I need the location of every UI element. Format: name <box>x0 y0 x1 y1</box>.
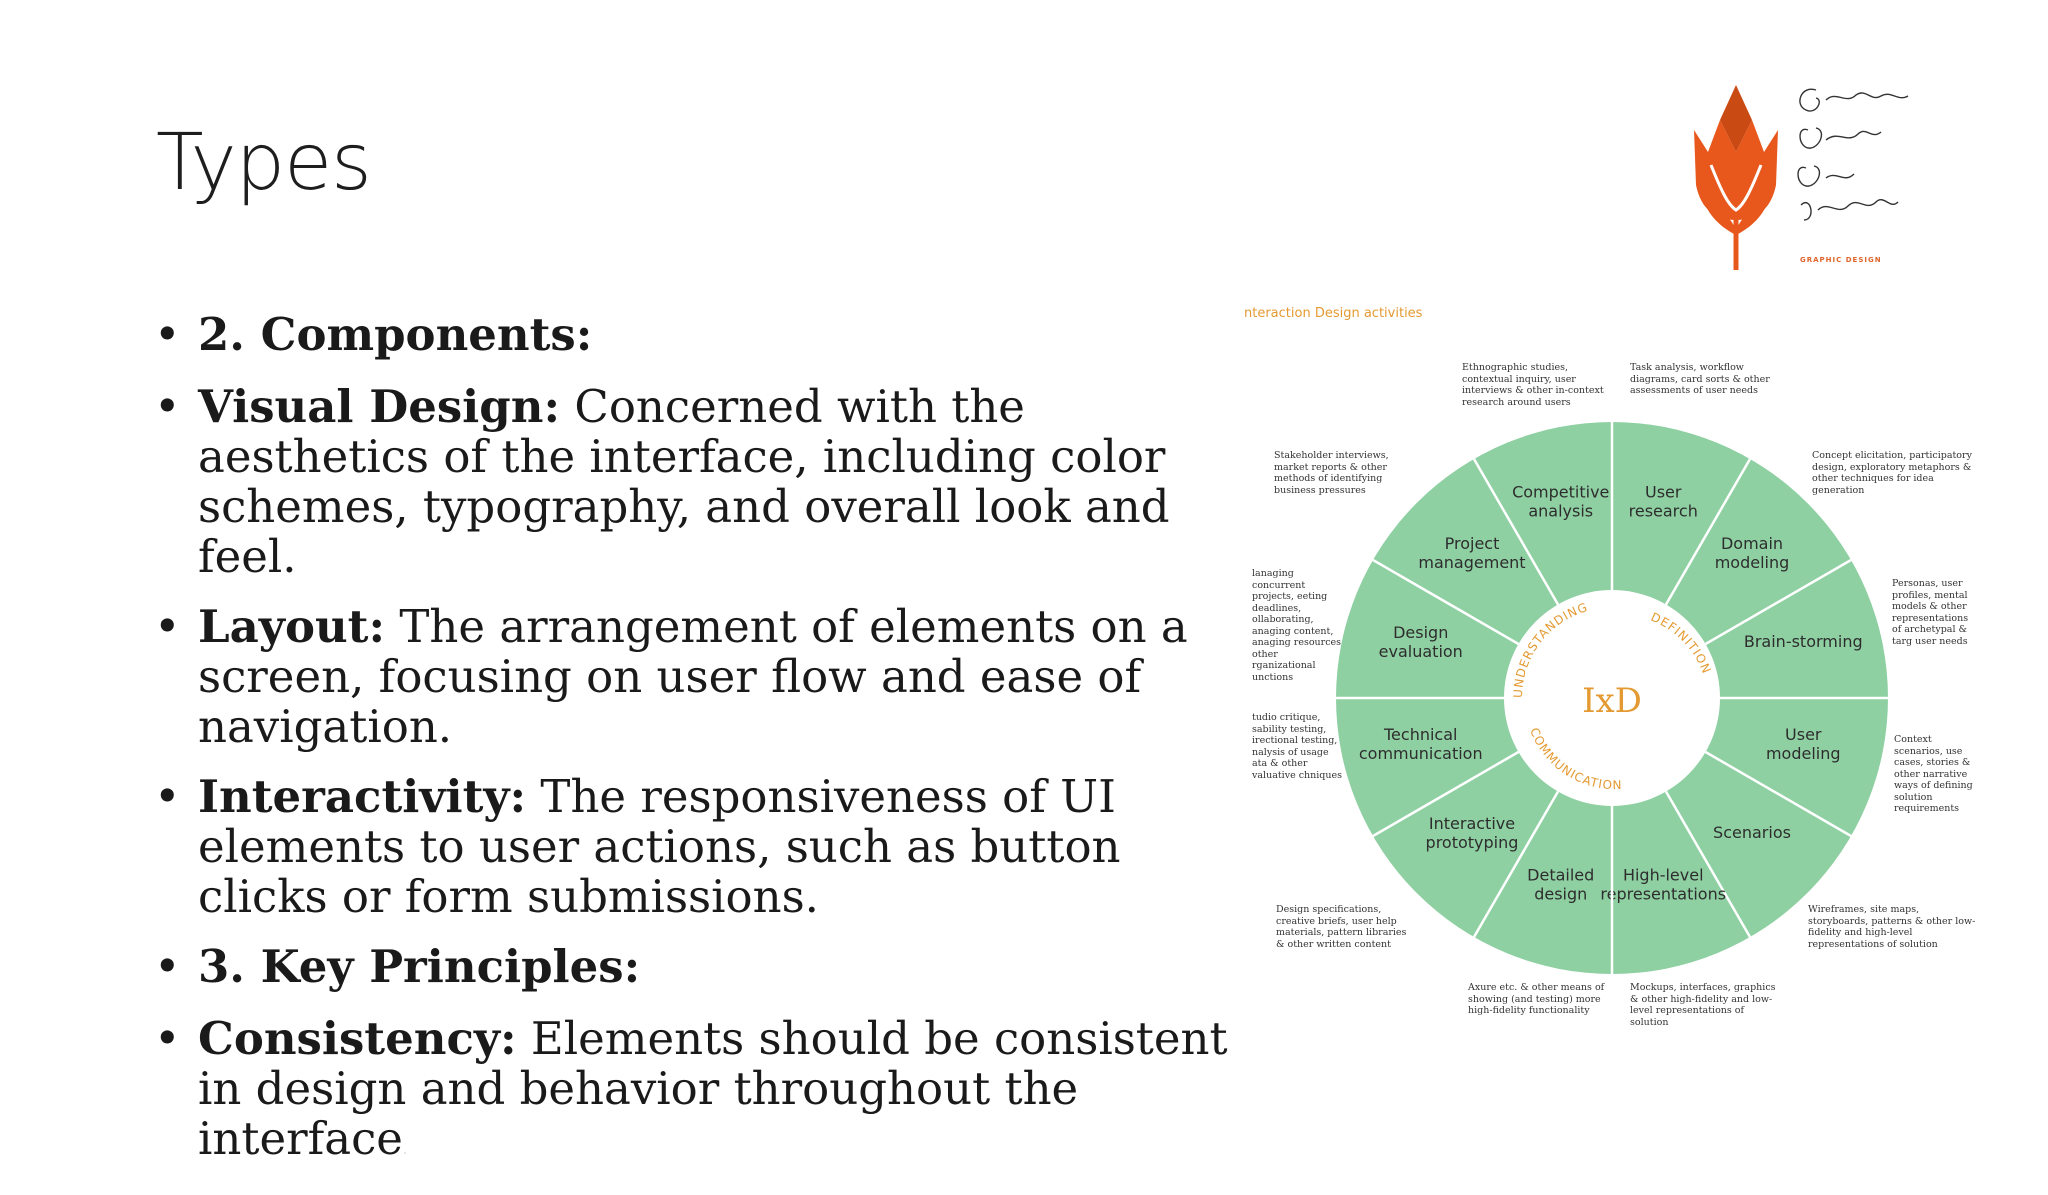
annotation: tudio critique, sability testing, irecti… <box>1252 712 1343 781</box>
slide-title: Types <box>156 118 372 208</box>
segment-label: Scenarios <box>1713 823 1791 842</box>
diagram-title: nteraction Design activities <box>1244 306 1423 321</box>
annotation: lanaging concurrent projects, eeting dea… <box>1252 568 1342 683</box>
bullet-item: Layout: The arrangement of elements on a… <box>150 602 1250 752</box>
segment-divider <box>1664 458 1752 606</box>
brand-logo <box>1694 85 1909 270</box>
bullet-bold: 3. Key Principles: <box>198 940 641 993</box>
script-text <box>1797 88 1909 221</box>
bullet-item: Consistency: Elements should be consiste… <box>150 1014 1250 1175</box>
annotation: Ethnographic studies, contextual inquiry… <box>1462 362 1604 408</box>
segment-divider <box>1704 750 1852 838</box>
bullet-bold: Layout: <box>198 600 386 653</box>
segment-divider <box>1704 558 1852 646</box>
annotation: Design specifications, creative briefs, … <box>1276 904 1407 950</box>
segment-label: Brain-storming <box>1744 632 1863 651</box>
bullet-item: 3. Key Principles: <box>150 940 1250 993</box>
annotation: Context scenarios, use cases, stories & … <box>1894 734 1973 814</box>
bullet-bold: Consistency: <box>198 1012 517 1065</box>
center-label: IxD <box>1582 681 1642 721</box>
annotation: Personas, user profiles, mental models &… <box>1892 578 1969 647</box>
tulip-icon <box>1694 85 1778 270</box>
annotation: Axure etc. & other means of showing (and… <box>1468 982 1605 1016</box>
segment-divider <box>1664 790 1752 938</box>
bullet-bold: 2. Components: <box>198 308 593 361</box>
bullet-item: 2. Components: <box>150 308 1250 361</box>
segment-divider <box>1372 558 1520 646</box>
annotation: Stakeholder interviews, market reports &… <box>1274 450 1389 496</box>
bullet-text: Concerned with the aesthetics of the int… <box>198 380 1170 583</box>
bullet-text: The arrangement of elements on a screen,… <box>198 600 1188 753</box>
segment-divider <box>1472 458 1560 606</box>
annotation: Concept elicitation, participatory desig… <box>1812 450 1972 496</box>
bullet-item: Interactivity: The responsiveness of UI … <box>150 772 1250 922</box>
annotation: Mockups, interfaces, graphics & other hi… <box>1630 982 1776 1028</box>
bullet-text: The responsiveness of UI elements to use… <box>198 770 1121 923</box>
segment-divider <box>1472 790 1560 938</box>
bullet-list: 2. Components: Visual Design: Concerned … <box>150 310 1250 1195</box>
bullet-item: Visual Design: Concerned with the aesthe… <box>150 382 1250 582</box>
bullet-bold: Visual Design: <box>198 380 561 433</box>
bullet-bold: Interactivity: <box>198 770 527 823</box>
wheel-center <box>1504 590 1720 806</box>
logo-caption: GRAPHIC DESIGN <box>1800 256 1882 264</box>
annotation: Task analysis, workflow diagrams, card s… <box>1630 362 1770 396</box>
tail-dot: . <box>402 1142 408 1158</box>
annotation: Wireframes, site maps, storyboards, patt… <box>1808 904 1976 950</box>
segment-divider <box>1372 750 1520 838</box>
